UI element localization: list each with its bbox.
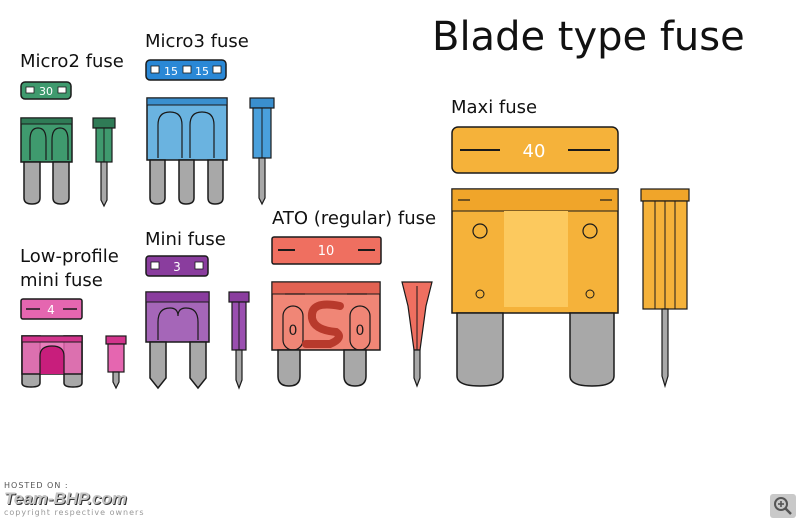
lowprofile-top-view: 4 — [20, 298, 83, 320]
label-lowprofile-line2: mini fuse — [20, 270, 103, 291]
mini-side-view — [228, 291, 250, 390]
label-micro3: Micro3 fuse — [145, 31, 249, 52]
micro2-side-view — [92, 117, 116, 208]
label-lowprofile-line1: Low-profile — [20, 246, 119, 267]
lowprofile-side-view — [105, 335, 127, 390]
watermark-hosted-text: HOSTED ON : — [4, 481, 69, 490]
team-bhp-watermark: HOSTED ON : Team-BHP.com copyright respe… — [4, 481, 145, 517]
svg-text:0: 0 — [289, 323, 298, 339]
maxi-front-view — [451, 188, 619, 387]
micro2-rating: 30 — [39, 85, 53, 98]
ato-front-view: 0 0 — [271, 281, 381, 387]
maxi-rating: 40 — [523, 141, 546, 162]
watermark-copyright: copyright respective owners — [4, 508, 145, 517]
micro3-top-view: 15 15 — [145, 59, 227, 81]
lowprofile-rating: 4 — [47, 303, 55, 317]
ato-rating: 10 — [318, 244, 335, 259]
zoom-in-button[interactable] — [770, 494, 796, 518]
micro3-rating-right: 15 — [195, 65, 209, 78]
mini-front-view — [145, 291, 210, 390]
mini-top-view: 3 — [145, 255, 209, 277]
maxi-side-view — [640, 188, 690, 389]
page-title: Blade type fuse — [432, 14, 745, 60]
maxi-top-view: 40 — [451, 126, 619, 174]
micro3-rating-left: 15 — [164, 65, 178, 78]
label-maxi: Maxi fuse — [451, 97, 538, 118]
micro3-front-view — [146, 97, 228, 205]
lowprofile-front-view — [21, 335, 83, 388]
mini-rating: 3 — [173, 260, 181, 274]
micro3-side-view — [249, 97, 275, 206]
ato-side-view — [401, 281, 433, 388]
fuse-diagram: 30 15 15 — [20, 59, 690, 390]
micro2-top-view: 30 — [20, 81, 72, 100]
svg-text:0: 0 — [356, 323, 365, 339]
watermark-brand-logo: Team-BHP.com — [4, 489, 127, 508]
ato-top-view: 10 — [271, 236, 382, 265]
label-ato: ATO (regular) fuse — [272, 208, 437, 229]
zoom-in-icon — [774, 497, 792, 515]
label-micro2: Micro2 fuse — [20, 51, 124, 72]
micro2-front-view — [20, 117, 73, 205]
label-mini: Mini fuse — [145, 229, 226, 250]
